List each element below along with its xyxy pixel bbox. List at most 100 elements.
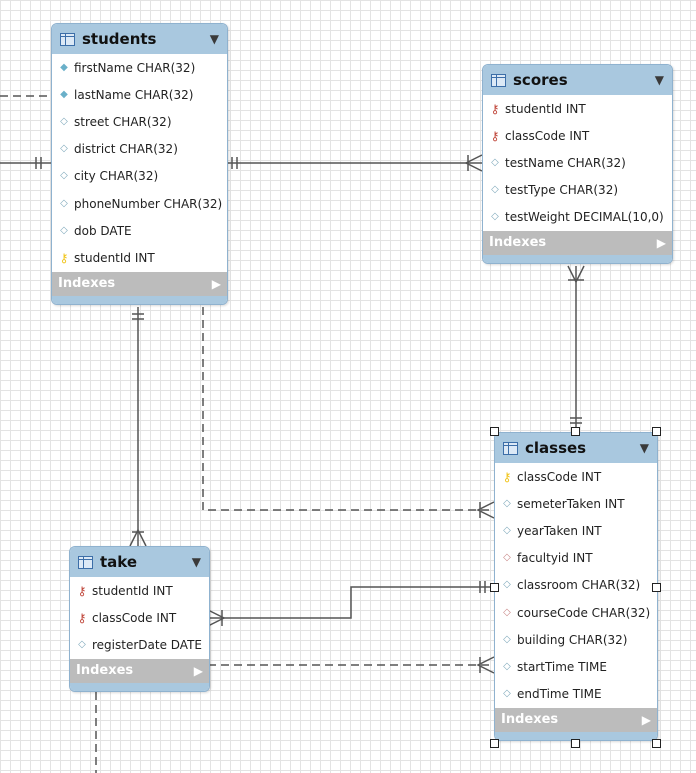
column-row[interactable]: ⚷studentId INT [70, 577, 209, 604]
column-row[interactable]: ◆ firstName CHAR(32) [52, 54, 227, 81]
table-title: classes [525, 439, 587, 457]
primary-key-icon: ⚷ [59, 250, 69, 265]
table-icon [78, 555, 93, 569]
table-classes[interactable]: classes ▼ ⚷classCode INT◇semeterTaken IN… [494, 432, 658, 741]
column-row[interactable]: ⚷ classCode INT [483, 122, 672, 149]
column-label: building CHAR(32) [517, 632, 628, 647]
indexes-section[interactable]: Indexes ▶ [483, 230, 672, 255]
indexes-label: Indexes [58, 276, 116, 291]
resize-handle-bottom-left[interactable] [490, 739, 499, 748]
column-label: dob DATE [74, 223, 132, 238]
table-header[interactable]: scores ▼ [483, 65, 672, 95]
connector-students-classes [202, 307, 494, 511]
table-students[interactable]: students ▼ ◆ firstName CHAR(32) ◆lastName … [51, 23, 228, 305]
column-label: phoneNumber CHAR(32) [74, 196, 223, 211]
table-header[interactable]: classes ▼ [495, 433, 657, 463]
column-hollow-diamond-icon: ◇ [491, 211, 499, 223]
table-take[interactable]: take ▼ ⚷studentId INT⚷classCode INT ◇ regi… [69, 546, 210, 692]
column-row[interactable]: ◇semeterTaken INT [495, 490, 657, 517]
resize-handle-top-center[interactable] [571, 427, 580, 436]
column-hollow-diamond-icon: ◇ [60, 170, 68, 182]
column-row[interactable]: ◇startTime TIME [495, 653, 657, 680]
foreign-key-icon: ⚷ [77, 583, 87, 598]
table-title: scores [513, 71, 568, 89]
table-footer [70, 682, 209, 691]
column-row[interactable]: ◇city CHAR(32) [52, 163, 227, 190]
column-row[interactable]: ◇ classroom CHAR(32) [495, 572, 657, 599]
column-label: facultyid INT [517, 551, 593, 566]
resize-handle-top-left[interactable] [490, 427, 499, 436]
foreign-key-icon: ⚷ [490, 128, 500, 143]
column-row[interactable]: ⚷classCode INT [495, 463, 657, 490]
column-diamond-icon: ◆ [60, 61, 68, 73]
indexes-section[interactable]: Indexes ▶ [52, 271, 227, 296]
table-header[interactable]: take ▼ [70, 547, 209, 577]
collapse-arrow-icon[interactable]: ▼ [209, 32, 219, 46]
column-label: testType CHAR(32) [505, 183, 619, 198]
column-row[interactable]: ◇testWeight DECIMAL(10,0) [483, 204, 672, 231]
resize-handle-bottom-center[interactable] [571, 739, 580, 748]
column-label: studentId INT [74, 250, 155, 265]
column-row[interactable]: ⚷classCode INT [70, 604, 209, 631]
table-scores[interactable]: scores ▼ ⚷studentId INT⚷classCode INT◇te… [482, 64, 673, 264]
column-hollow-diamond-icon: ◇ [503, 524, 511, 536]
column-row[interactable]: ⚷studentId INT [483, 95, 672, 122]
column-row[interactable]: ◇yearTaken INT [495, 517, 657, 544]
indexes-label: Indexes [489, 235, 547, 251]
collapse-arrow-icon[interactable]: ▼ [654, 73, 664, 87]
column-hollow-diamond-icon: ◇ [503, 579, 511, 591]
column-label: classroom CHAR(32) [517, 578, 641, 593]
column-label: courseCode CHAR(32) [517, 605, 651, 620]
foreign-column-icon: ◇ [503, 552, 511, 564]
foreign-key-icon: ⚷ [490, 101, 500, 116]
table-footer [495, 731, 657, 740]
indexes-label: Indexes [501, 712, 559, 728]
expand-arrow-icon[interactable]: ▶ [656, 235, 666, 250]
column-row[interactable]: ◆lastName CHAR(32) [52, 81, 227, 108]
column-row[interactable]: ◇ facultyid INT [495, 545, 657, 572]
indexes-section[interactable]: Indexes ▶ [70, 658, 209, 683]
column-hollow-diamond-icon: ◇ [60, 143, 68, 155]
column-row[interactable]: ◇endTime TIME [495, 681, 657, 708]
column-hollow-diamond-icon: ◇ [491, 184, 499, 196]
resize-handle-bottom-right[interactable] [652, 739, 661, 748]
table-header[interactable]: students ▼ [52, 24, 227, 54]
indexes-section[interactable]: Indexes ▶ [495, 707, 657, 732]
column-label: classCode INT [505, 128, 590, 143]
column-label: classCode INT [517, 469, 602, 484]
column-list: ⚷classCode INT◇semeterTaken INT◇yearTake… [495, 463, 657, 708]
column-label: lastName CHAR(32) [74, 87, 194, 102]
collapse-arrow-icon[interactable]: ▼ [639, 441, 649, 455]
column-row[interactable]: ◇ building CHAR(32) [495, 626, 657, 653]
column-row[interactable]: ◇ dob DATE [52, 217, 227, 244]
column-row[interactable]: ◇district CHAR(32) [52, 136, 227, 163]
expand-arrow-icon[interactable]: ▶ [641, 712, 651, 727]
resize-handle-middle-left[interactable] [490, 583, 499, 592]
column-hollow-diamond-icon: ◇ [503, 633, 511, 645]
column-row[interactable]: ◇testName CHAR(32) [483, 149, 672, 176]
column-hollow-diamond-icon: ◇ [503, 497, 511, 509]
column-label: registerDate DATE [92, 637, 202, 652]
expand-arrow-icon[interactable]: ▶ [211, 276, 221, 291]
column-row[interactable]: ◇ registerDate DATE [70, 631, 209, 658]
collapse-arrow-icon[interactable]: ▼ [191, 555, 201, 569]
expand-arrow-icon[interactable]: ▶ [193, 663, 203, 678]
table-title: take [100, 553, 138, 571]
resize-handle-top-right[interactable] [652, 427, 661, 436]
column-row[interactable]: ◇street CHAR(32) [52, 108, 227, 135]
table-footer [483, 254, 672, 263]
resize-handle-middle-right[interactable] [652, 583, 661, 592]
table-title: students [82, 30, 157, 48]
column-label: street CHAR(32) [74, 114, 172, 129]
column-list: ⚷studentId INT⚷classCode INT ◇ registerDat… [70, 577, 209, 659]
column-label: firstName CHAR(32) [74, 60, 196, 75]
column-hollow-diamond-icon: ◇ [78, 638, 86, 650]
column-label: startTime TIME [517, 659, 607, 674]
column-row[interactable]: ◇courseCode CHAR(32) [495, 599, 657, 626]
column-hollow-diamond-icon: ◇ [60, 224, 68, 236]
column-row[interactable]: ⚷ studentId INT [52, 244, 227, 271]
column-row[interactable]: ◇ testType CHAR(32) [483, 177, 672, 204]
table-icon [60, 32, 75, 46]
column-row[interactable]: ◇phoneNumber CHAR(32) [52, 190, 227, 217]
